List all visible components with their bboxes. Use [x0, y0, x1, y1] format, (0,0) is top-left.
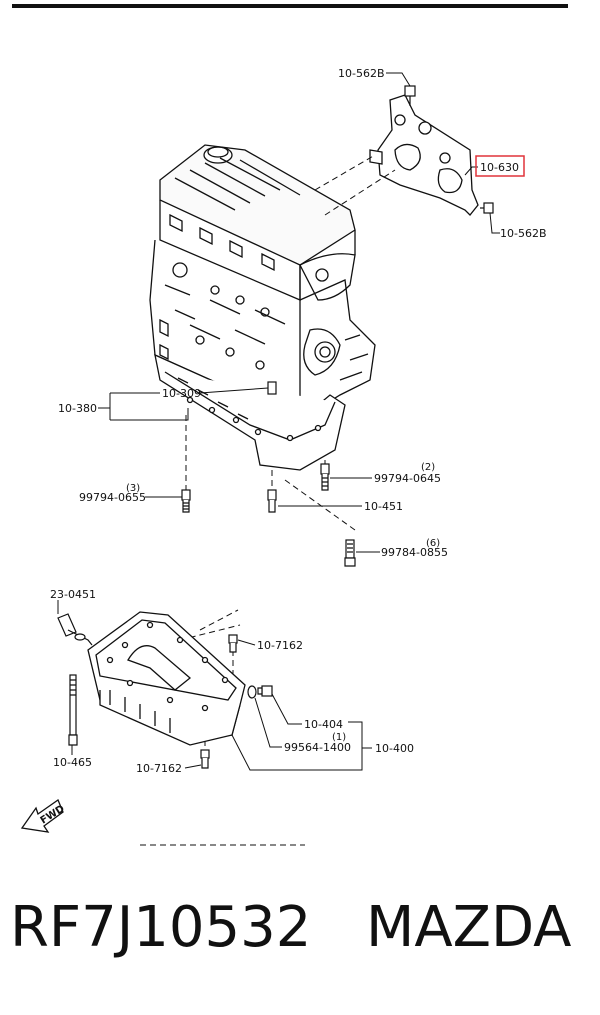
upper-oil-pan	[154, 353, 346, 471]
callout-107162-top: 10-7162	[257, 639, 303, 652]
callout-99794-0645: 99794-0645	[374, 472, 441, 485]
bolt-99794-0645	[320, 463, 330, 491]
callout-10562b-top: 10-562B	[338, 67, 385, 80]
bolt-99784-0855	[344, 539, 356, 567]
lower-oil-pan	[87, 611, 246, 746]
callout-10309: 10-309	[162, 387, 201, 400]
oil-strainer-230451	[57, 613, 93, 646]
engine-block	[149, 144, 376, 422]
callout-10562b-bottom: 10-562B	[500, 227, 547, 240]
callout-10400: 10-400	[375, 742, 414, 755]
fwd-arrow-icon	[20, 799, 64, 833]
brand-name: MAZDA	[366, 895, 572, 960]
callout-99794-0655: 99794-0655	[79, 491, 146, 504]
callout-230451: 23-0451	[50, 588, 96, 601]
callout-99564-1400: 99564-1400	[284, 741, 351, 754]
callout-107162-bottom: 10-7162	[136, 762, 182, 775]
callout-10465: 10-465	[53, 756, 92, 769]
bolt-107162-top	[228, 634, 238, 653]
leader-lines	[57, 72, 500, 771]
washer-99564-1400	[247, 685, 257, 699]
part-number: RF7J10532	[10, 895, 312, 960]
highlight-box-10630	[475, 155, 525, 177]
callout-10630: 10-630	[480, 161, 519, 174]
timing-plate	[369, 94, 479, 216]
bolt-10465	[68, 674, 78, 746]
qty-99784-0855: (6)	[426, 538, 440, 549]
qty-99564-1400: (1)	[332, 732, 346, 743]
bolt-99794-0655	[181, 489, 191, 513]
bolt-107162-bottom	[200, 749, 210, 769]
stud-10309	[267, 381, 277, 395]
callout-10451: 10-451	[364, 500, 403, 513]
callout-10404: 10-404	[304, 718, 343, 731]
top-border	[12, 4, 568, 8]
callout-99784-0855: 99784-0855	[381, 546, 448, 559]
bolt-10562b-bottom	[480, 202, 494, 214]
drain-plug-10404	[257, 685, 273, 697]
bolt-10451	[267, 489, 277, 513]
qty-99794-0655: (3)	[126, 483, 140, 494]
footer: RF7J10532 MAZDA	[10, 895, 590, 975]
qty-99794-0645: (2)	[421, 462, 435, 473]
callout-10380: 10-380	[58, 402, 97, 415]
